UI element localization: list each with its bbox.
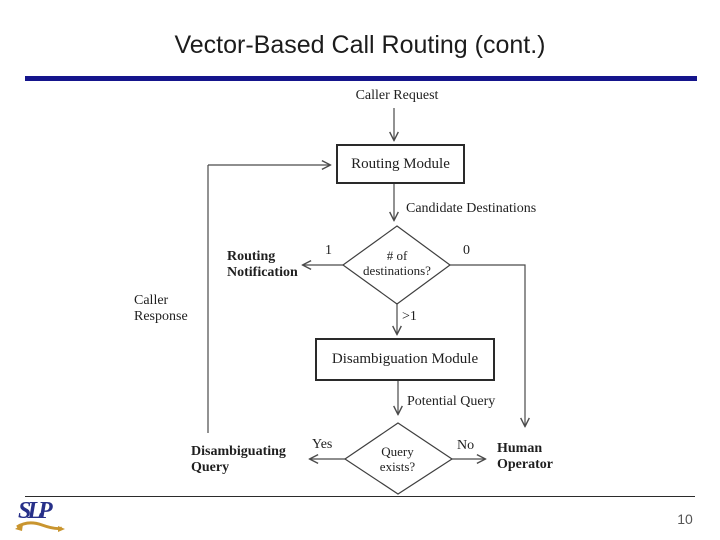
destinations-decision-diamond [341,225,452,305]
branch-yes-label: Yes [312,437,333,452]
disambiguation-module-box: Disambiguation Module [315,338,495,381]
destinations-decision-label: # of destinations? [363,248,431,278]
routing-module-box: Routing Module [336,144,465,184]
routing-module-label: Routing Module [351,155,450,172]
branch-zero-label: 0 [463,243,470,258]
disambiguation-module-label: Disambiguation Module [331,351,479,367]
slp-logo-swoosh-icon [15,521,65,532]
slp-logo-text: SLP [18,498,53,524]
routing-notification-label: Routing Notification [227,249,298,280]
slide-title: Vector-Based Call Routing (cont.) [174,31,546,59]
slp-logo: SLP [14,498,66,540]
human-operator-label: Human Operator [497,441,553,472]
query-decision-diamond [343,422,454,495]
page-number: 10 [677,511,693,527]
branch-no-label: No [457,438,475,453]
potential-query-label: Potential Query [407,394,496,409]
caller-request-label: Caller Request [355,88,439,103]
footer-divider [25,496,695,497]
candidate-destinations-label: Candidate Destinations [406,201,537,216]
caller-response-label: Caller Response [134,293,188,324]
branch-one-label: 1 [325,243,332,258]
branch-gt-one-label: >1 [402,309,417,324]
arrow-branch-zero [450,264,525,426]
query-decision-label: Query exists? [379,444,416,474]
title-divider [25,76,697,81]
disambiguating-query-label: Disambiguating Query [191,444,286,475]
